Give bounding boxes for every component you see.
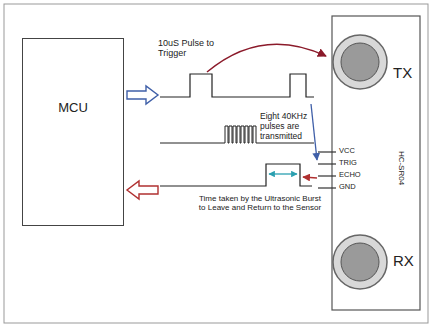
transducer-name: RX <box>393 252 414 269</box>
signal-note: Time taken by the Ultrasonic Burst to Le… <box>196 194 324 212</box>
rx-transducer <box>333 235 387 289</box>
signal-note: Eight 40KHz pulses are transmitted <box>260 112 334 141</box>
trigger-to-tx-arrow <box>207 44 326 72</box>
input-arrow <box>127 181 158 199</box>
transducer-name: TX <box>393 64 412 81</box>
output-arrow <box>127 86 158 104</box>
pin-name: VCC <box>339 147 355 156</box>
pin-name: ECHO <box>339 171 361 180</box>
pin-name: GND <box>339 183 356 192</box>
burst-arrow <box>311 104 317 160</box>
pin-name: TRIG <box>339 159 357 168</box>
pin-leads <box>318 152 336 188</box>
module-name: HC-SR04 <box>396 151 405 185</box>
trigger-waveform <box>160 74 314 97</box>
time-span-arrow <box>269 173 297 174</box>
signal-note: 10uS Pulse to Trigger <box>158 38 224 59</box>
tx-transducer <box>333 35 387 89</box>
frame <box>4 4 428 323</box>
node-label: MCU <box>58 100 88 165</box>
echo-arrow <box>303 177 317 178</box>
rx-transducer-mesh <box>341 243 379 281</box>
mcu-box: MCU <box>22 38 124 226</box>
echo-waveform <box>160 164 312 186</box>
tx-transducer-mesh <box>341 43 379 81</box>
sensor-board <box>332 16 420 310</box>
